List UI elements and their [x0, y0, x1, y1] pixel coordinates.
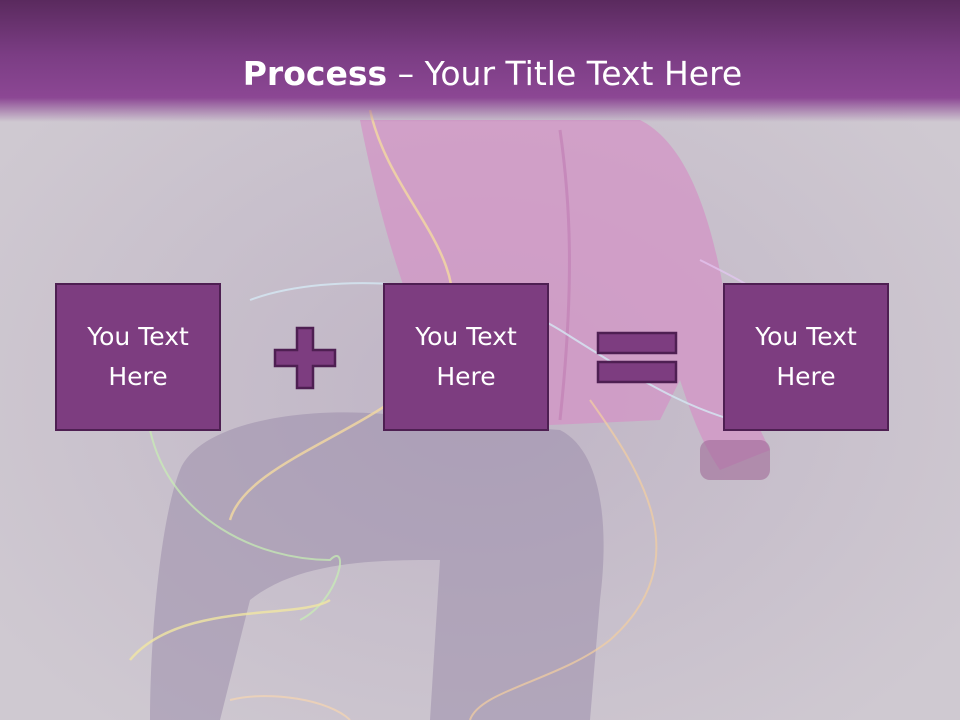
title-rest: – Your Title Text Here: [387, 54, 743, 93]
equals-icon: [596, 331, 678, 384]
title-bar: [0, 0, 960, 122]
process-box-2[interactable]: You Text Here: [383, 283, 549, 431]
process-box-1-text: You Text Here: [87, 322, 189, 391]
plus-icon: [273, 326, 337, 390]
process-box-1[interactable]: You Text Here: [55, 283, 221, 431]
process-box-3[interactable]: You Text Here: [723, 283, 889, 431]
process-box-3-text: You Text Here: [755, 322, 857, 391]
slide-title: Process – Your Title Text Here: [0, 52, 960, 96]
process-box-2-text: You Text Here: [415, 322, 517, 391]
title-strong: Process: [242, 54, 388, 93]
